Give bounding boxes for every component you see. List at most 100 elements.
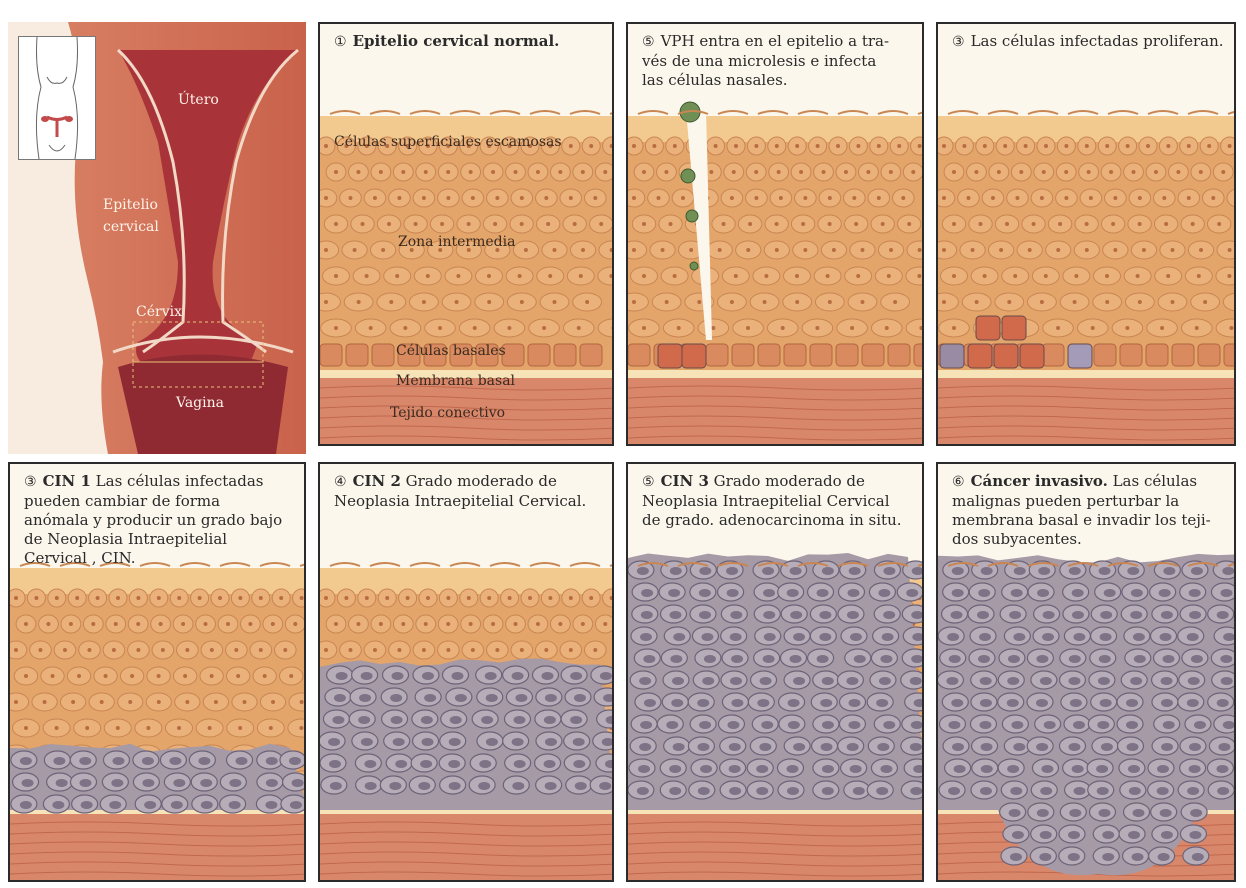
dysplastic-nucleus <box>788 699 800 707</box>
cell-nucleus <box>159 622 163 626</box>
dysplastic-nucleus <box>912 633 924 641</box>
dysplastic-nucleus <box>1217 787 1229 795</box>
dysplastic-nucleus <box>1038 567 1050 575</box>
epithelial-cell <box>628 189 645 207</box>
dysplastic-nucleus <box>1043 611 1055 619</box>
squamous-flake <box>570 563 600 566</box>
squamous-flake <box>878 111 908 114</box>
dysplastic-nucleus <box>981 567 993 575</box>
cell-nucleus <box>455 300 459 304</box>
basal-cell <box>836 344 858 366</box>
cell-nucleus <box>75 596 79 600</box>
cell-nucleus <box>471 196 475 200</box>
cell-nucleus <box>136 622 140 626</box>
cell-nucleus <box>822 170 826 174</box>
squamous-flake <box>410 111 440 114</box>
cell-nucleus <box>1187 144 1191 148</box>
cell-nucleus <box>14 648 18 652</box>
panel-caption: ⑥Cáncer invasivo. Las células malignas p… <box>952 472 1222 549</box>
squamous-flake <box>1068 111 1098 114</box>
dysplastic-nucleus <box>1037 589 1049 597</box>
cell-nucleus <box>856 274 860 278</box>
cell-nucleus <box>198 596 202 600</box>
dysplastic-nucleus <box>328 738 340 746</box>
cell-nucleus <box>1146 144 1150 148</box>
cell-nucleus <box>952 274 956 278</box>
cell-nucleus <box>795 274 799 278</box>
cell-nucleus <box>1032 222 1036 226</box>
cell-nucleus <box>610 596 614 600</box>
squamous-flake <box>530 111 560 114</box>
cell-nucleus <box>100 700 104 704</box>
dysplastic-nucleus <box>847 743 859 751</box>
cell-nucleus <box>581 248 585 252</box>
cell-nucleus <box>491 622 495 626</box>
dysplastic-nucleus <box>1011 721 1023 729</box>
dysplastic-nucleus <box>790 611 802 619</box>
dysplastic-nucleus <box>883 721 895 729</box>
dysplastic-nucleus <box>793 677 805 685</box>
dysplastic-nucleus <box>698 787 710 795</box>
dysplastic-nucleus <box>1036 655 1048 663</box>
dysplastic-nucleus <box>673 633 685 641</box>
dysplastic-nucleus <box>365 782 377 790</box>
cell-nucleus <box>907 222 911 226</box>
dysplastic-nucleus <box>200 779 212 787</box>
dysplastic-nucleus <box>793 743 805 751</box>
cell-nucleus <box>1105 274 1109 278</box>
dysplastic-nucleus <box>704 655 716 663</box>
cell-nucleus <box>1085 144 1089 148</box>
cell-nucleus <box>795 144 799 148</box>
cell-nucleus <box>136 648 140 652</box>
basal-cell <box>732 344 754 366</box>
cell-nucleus <box>1113 248 1117 252</box>
squamous-flake <box>988 111 1018 114</box>
dysplastic-nucleus <box>1097 787 1109 795</box>
infected-cell <box>1002 316 1026 340</box>
cell-nucleus <box>1015 196 1019 200</box>
cell-nucleus <box>361 222 365 226</box>
dysplastic-nucleus <box>266 779 278 787</box>
cell-nucleus <box>373 196 377 200</box>
dysplastic-nucleus <box>948 721 960 729</box>
dysplastic-nucleus <box>911 655 923 663</box>
cell-nucleus <box>401 170 405 174</box>
panel-number: ① <box>334 34 347 50</box>
dysplastic-nucleus <box>144 801 156 809</box>
basal-cell <box>346 344 368 366</box>
panel-caption: ③CIN 1 Las células infectadas pueden cam… <box>24 472 284 568</box>
basal-cell <box>862 344 884 366</box>
cell-nucleus <box>1005 222 1009 226</box>
cell-nucleus <box>1203 300 1207 304</box>
dysplastic-nucleus <box>731 699 743 707</box>
dysplastic-nucleus <box>1218 743 1230 751</box>
dysplastic-nucleus <box>198 757 210 765</box>
dysplastic-nucleus <box>1007 765 1019 773</box>
cell-nucleus <box>87 648 91 652</box>
dysplastic-nucleus <box>699 567 711 575</box>
cell-nucleus <box>96 596 100 600</box>
cell-nucleus <box>536 622 540 626</box>
cell-nucleus <box>234 648 238 652</box>
cell-nucleus <box>854 222 858 226</box>
dysplastic-nucleus <box>1130 677 1142 685</box>
dysplastic-nucleus <box>726 567 738 575</box>
dysplastic-nucleus <box>449 738 461 746</box>
dysplastic-nucleus <box>1007 677 1019 685</box>
epithelial-cell <box>938 189 955 207</box>
cell-nucleus <box>1105 144 1109 148</box>
dysplastic-nucleus <box>757 699 769 707</box>
dysplastic-nucleus <box>142 779 154 787</box>
cell-nucleus <box>324 596 328 600</box>
cell-nucleus <box>642 274 646 278</box>
cell-nucleus <box>495 196 499 200</box>
dysplastic-nucleus <box>788 721 800 729</box>
dysplastic-nucleus <box>949 655 961 663</box>
cell-nucleus <box>1199 170 1203 174</box>
dysplastic-nucleus <box>759 743 771 751</box>
dysplastic-nucleus <box>392 672 404 680</box>
cell-nucleus <box>942 248 946 252</box>
cell-nucleus <box>299 726 303 730</box>
cell-nucleus <box>269 726 273 730</box>
cell-nucleus <box>324 300 328 304</box>
